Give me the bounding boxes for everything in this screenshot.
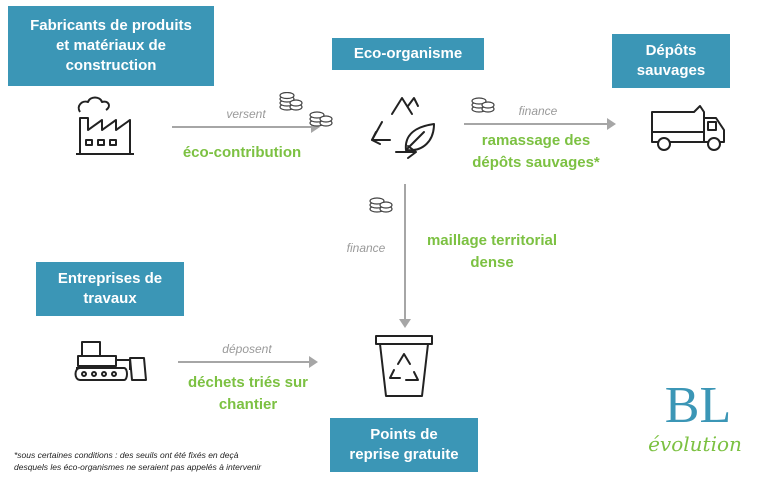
dump-truck-icon — [651, 105, 725, 151]
arrow-finance-right — [464, 118, 616, 130]
box-depots-sauvages: Dépôts sauvages — [612, 34, 730, 88]
bulldozer-icon — [74, 341, 147, 381]
box-fabricants: Fabricants de produits et matériaux de c… — [8, 6, 214, 86]
verb-finance-down: finance — [346, 241, 386, 255]
box-entreprises: Entreprises de travaux — [36, 262, 184, 316]
arrow-versent — [172, 121, 320, 133]
recycle-bin-icon — [375, 335, 433, 397]
coins-icon — [279, 92, 303, 111]
label-maillage: maillage territorial dense — [426, 232, 558, 271]
verb-versent: versent — [226, 107, 266, 121]
box-eco-organisme: Eco-organisme — [332, 38, 484, 70]
recycle-leaf-icon — [371, 97, 435, 159]
logo-evolution: évolution — [648, 432, 742, 456]
label-eco-contribution: éco-contribution — [182, 144, 302, 161]
box-points-reprise: Points de reprise gratuite — [330, 418, 478, 472]
logo-bl: BL — [664, 377, 732, 434]
factory-icon — [76, 96, 134, 155]
arrow-deposent — [178, 356, 318, 368]
coins-icon — [471, 97, 495, 113]
label-ramassage: ramassage des dépôts sauvages* — [472, 132, 600, 171]
arrow-finance-down — [399, 184, 411, 328]
coins-icon — [369, 197, 393, 213]
verb-finance-right: finance — [518, 104, 558, 118]
verb-deposent: déposent — [222, 342, 272, 356]
footnote: *sous certaines conditions : des seuils … — [14, 450, 262, 472]
coins-icon — [309, 111, 333, 127]
label-dechets: déchets triés sur chantier — [187, 374, 309, 413]
